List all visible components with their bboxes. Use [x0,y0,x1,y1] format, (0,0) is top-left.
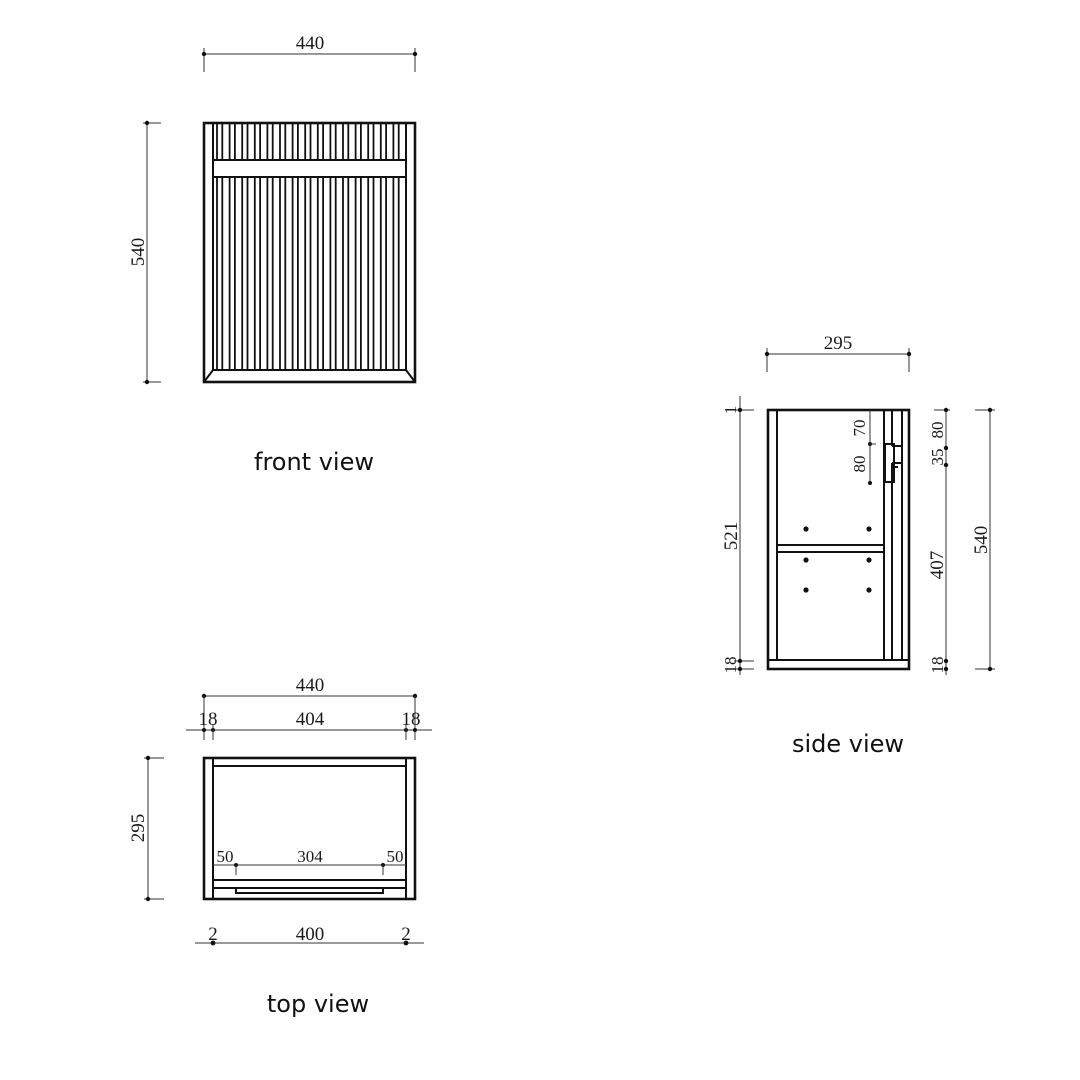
top-panel-dimensions: 18 404 18 [186,709,432,740]
top-door-width-label: 400 [296,924,325,945]
top-cabinet-body [202,756,417,901]
top-handle-offset-right-label: 50 [387,847,404,866]
side-overall-height-label: 540 [971,526,992,555]
front-door-flutes [216,123,400,370]
side-cabinet-body [766,408,911,671]
front-height-label: 540 [128,238,149,267]
top-door-gap-right-label: 2 [401,924,411,945]
top-view: 440 18 404 18 295 [128,675,432,946]
top-depth-label: 295 [128,814,149,843]
top-view-caption: top view [267,990,369,1018]
front-height-dimension: 540 [128,120,161,385]
side-left-bottom-label: 18 [721,657,740,674]
front-width-dimension: 440 [201,33,418,72]
side-left-dimensions: 1 521 18 [721,396,754,675]
front-width-label: 440 [296,33,325,54]
side-lower-section-label: 407 [927,551,948,580]
side-bracket-offset-label: 70 [850,420,869,437]
side-inner-height-label: 521 [721,522,742,551]
side-top-section-label: 80 [928,422,947,439]
top-depth-dimension: 295 [128,755,164,902]
top-handle-dimensions: 50 304 50 [213,847,406,875]
shelf-pin-holes [803,526,872,593]
side-internal-dimensions: 70 80 [850,410,876,485]
side-view-caption: side view [792,730,904,758]
front-view-caption: front view [254,448,374,476]
top-handle-length-label: 304 [297,847,323,866]
side-depth-dimension: 295 [764,333,912,372]
side-bracket-height-label: 80 [850,456,869,473]
top-overall-width-label: 440 [296,675,325,696]
top-door-gap-left-label: 2 [208,924,218,945]
top-handle-offset-left-label: 50 [217,847,234,866]
side-view: 295 [721,333,995,675]
side-depth-label: 295 [824,333,853,354]
top-left-panel-label: 18 [199,709,218,730]
top-right-panel-label: 18 [402,709,421,730]
side-right-dimensions: 80 35 407 18 540 [927,407,995,675]
front-view: 440 540 [128,33,418,385]
side-right-bottom-label: 18 [928,657,947,674]
top-door-dimensions: 2 400 2 [195,924,424,946]
top-inner-width-label: 404 [296,709,325,730]
side-rail-gap-label: 35 [928,449,947,466]
side-top-gap-label: 1 [721,406,740,415]
top-overall-width-dimension: 440 [201,675,418,740]
